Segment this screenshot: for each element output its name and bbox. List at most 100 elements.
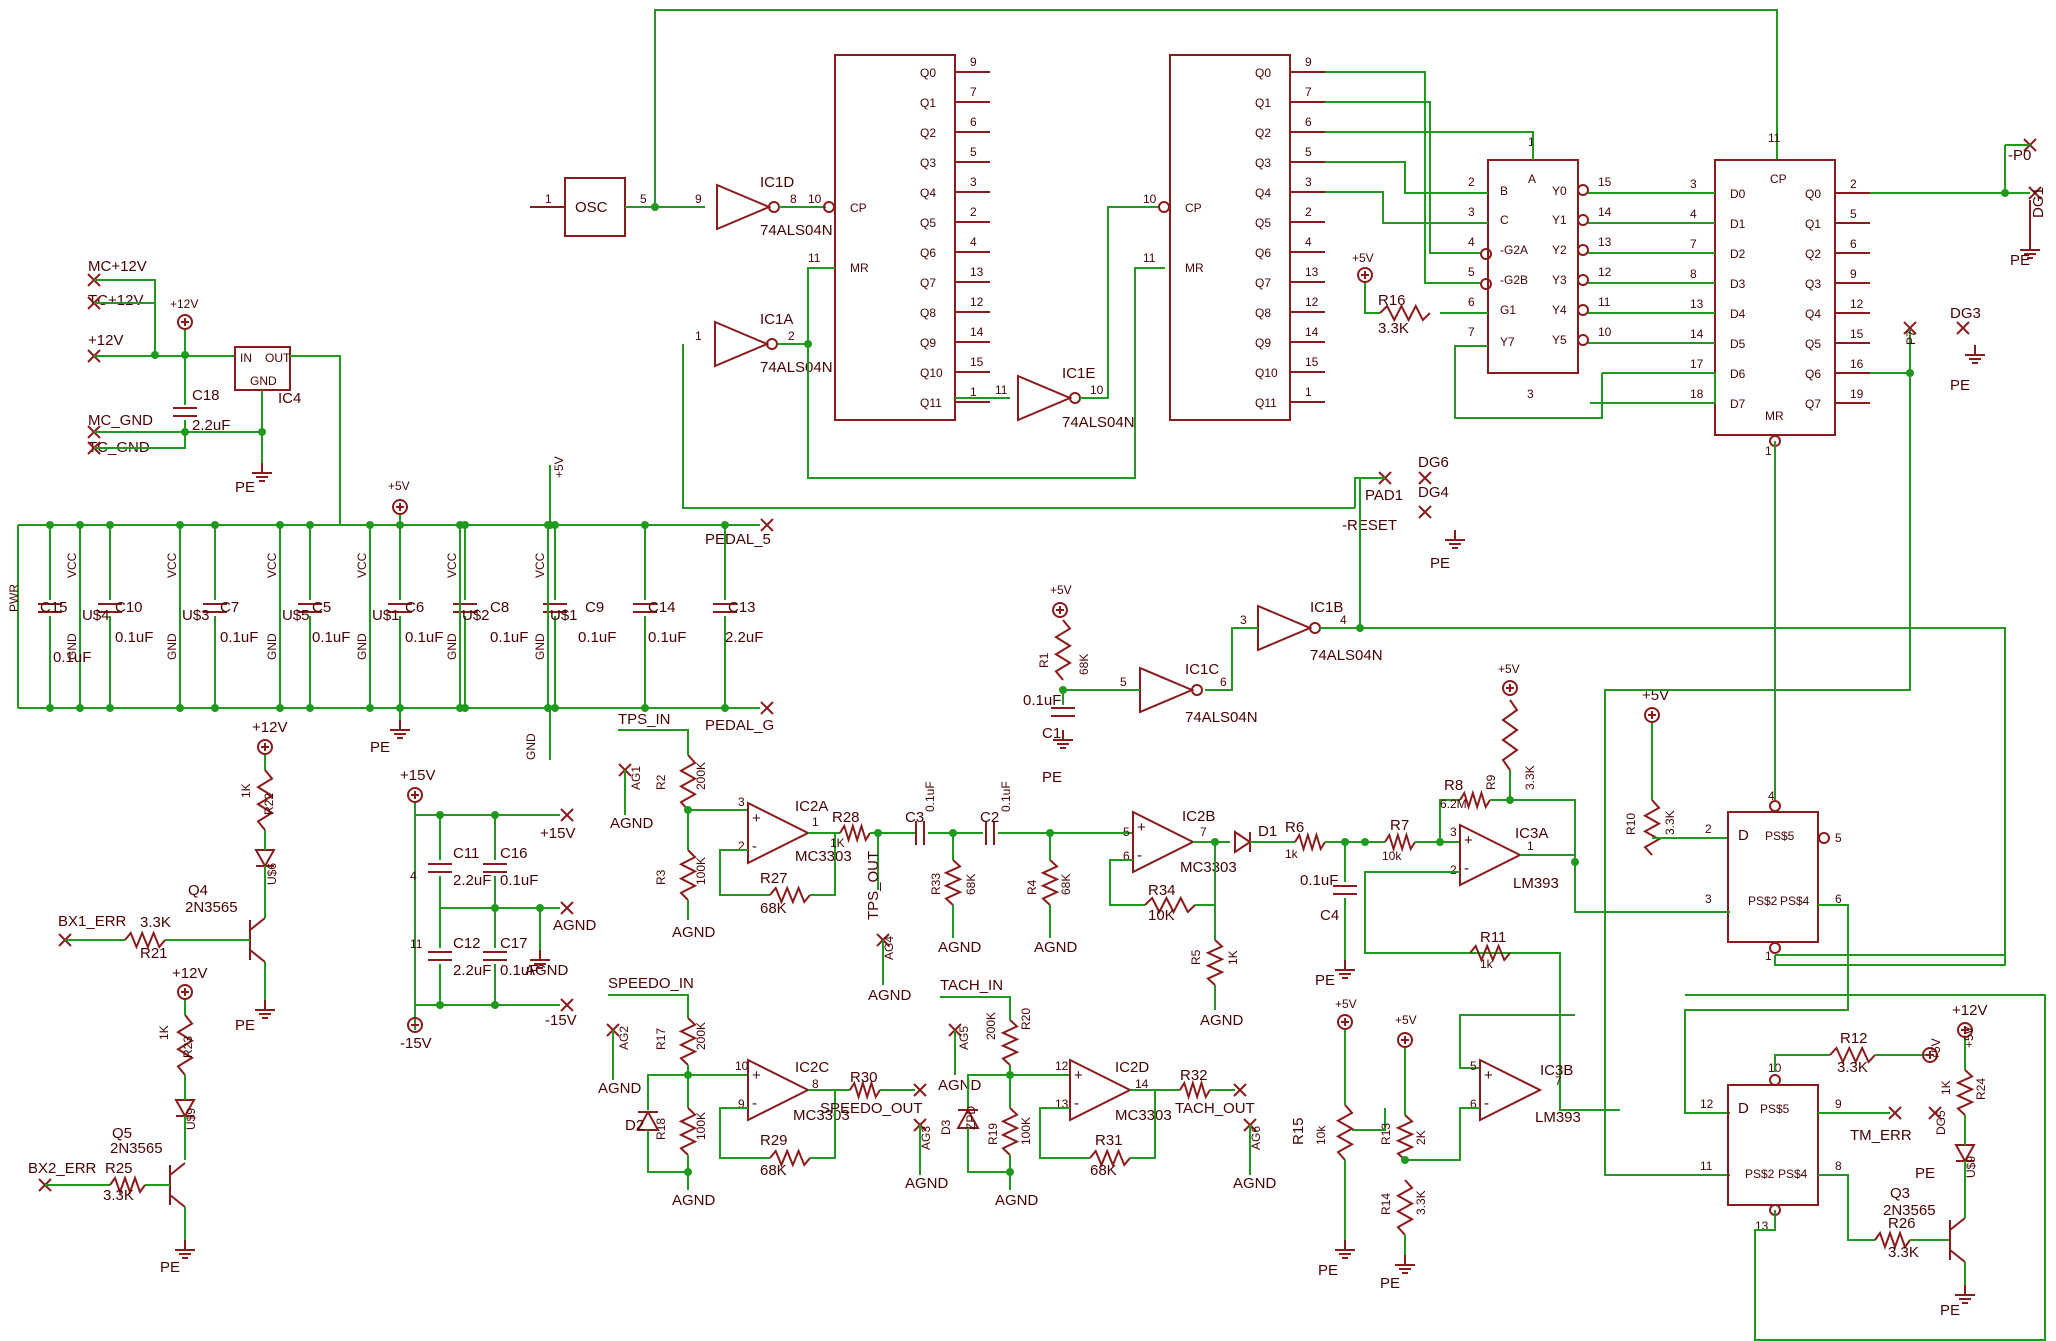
supply-symbol (1502, 680, 1518, 696)
pin-number: 1 (695, 329, 702, 343)
label-r34v: 10K (1148, 907, 1175, 924)
label-rq1: Q1 (1805, 217, 1821, 231)
wire (1774, 955, 2006, 966)
pin-number: 13 (970, 265, 984, 279)
label-v15a: +15V (400, 767, 435, 784)
resistor (1144, 895, 1196, 915)
label-c4v: 0.1uF (1300, 872, 1338, 889)
label-ic1c: IC1C (1185, 661, 1219, 678)
junction (106, 521, 114, 529)
opamp-minus: - (752, 838, 757, 855)
label-d2: D2 (625, 1117, 644, 1134)
label-d7: D7 (1730, 397, 1746, 411)
pin-number: 12 (1055, 1059, 1069, 1073)
opamp-minus: - (1074, 1095, 1079, 1112)
label-r29v: 68K (760, 1162, 787, 1179)
label-r8: R8 (1444, 777, 1463, 794)
label-q4a: Q4 (920, 186, 936, 200)
label-agnd14: AGND (1233, 1175, 1277, 1192)
resistor (1089, 1148, 1131, 1168)
pin-number: 2 (1850, 177, 1857, 191)
label-r1v: 68K (1077, 654, 1091, 675)
resistor (256, 769, 274, 831)
label-c2: C2 (980, 809, 999, 826)
pin-number: 15 (1305, 355, 1319, 369)
pin-bubble (1577, 214, 1589, 226)
label-c10: C10 (115, 599, 143, 616)
pin-number: 14 (1690, 327, 1704, 341)
pin-bubble (1769, 800, 1781, 812)
label-c15v: 0.1uF (53, 649, 91, 666)
label-c15: C15 (40, 599, 68, 616)
label-ff2s: PS$5 (1760, 1102, 1790, 1116)
supply-symbol (392, 499, 408, 515)
label-ic_c: C (1500, 213, 1509, 227)
label-c18: C18 (192, 387, 220, 404)
ground-symbol (1053, 730, 1073, 749)
junction (46, 704, 54, 712)
pin-number: 4 (410, 869, 417, 883)
pin-bubble (1577, 334, 1589, 346)
label-r24: R24 (1974, 1078, 1988, 1100)
label-p0: -P0 (2008, 147, 2031, 164)
ground-symbol (1445, 530, 1465, 549)
pin-number: 4 (1468, 235, 1475, 249)
pin-number: 7 (1200, 825, 1207, 839)
label-c8v: 0.1uF (490, 629, 528, 646)
junction (211, 521, 219, 529)
label-g2a: -G2A (1500, 243, 1528, 257)
junction (456, 704, 464, 712)
pin-number: 13 (1305, 265, 1319, 279)
wire (608, 994, 689, 1018)
label-agnd8: AGND (525, 962, 569, 979)
label-pedal5: PEDAL_5 (705, 531, 771, 548)
capacitor (428, 863, 452, 873)
label-r4v: 68K (1059, 874, 1073, 895)
pin-number: 5 (1120, 675, 1127, 689)
no-connect-mark (1418, 471, 1432, 485)
label-vcc5: VCC (445, 552, 459, 578)
label-r17v: 200K (694, 1022, 708, 1050)
label-r31v: 68K (1090, 1162, 1117, 1179)
pin-number: 17 (1690, 357, 1704, 371)
label-c8: C8 (490, 599, 509, 616)
label-gndv1: GND (65, 633, 79, 660)
label-r4: R4 (1025, 879, 1039, 895)
wire (1405, 1120, 1461, 1161)
label-ff1c: PS$2 (1748, 894, 1778, 908)
label-c14: C14 (648, 599, 676, 616)
label-r16: R16 (1378, 292, 1406, 309)
pin-number: 12 (1700, 1097, 1714, 1111)
pin-number: 6 (970, 115, 977, 129)
no-connect-mark (1888, 1106, 1902, 1120)
ground-symbol (175, 1240, 195, 1259)
pin-number: 3 (1468, 205, 1475, 219)
label-r26: R26 (1888, 1215, 1916, 1232)
opamp (1459, 823, 1523, 887)
resistor (109, 1175, 146, 1195)
npn-transistor (169, 1162, 186, 1208)
junction (1211, 838, 1219, 846)
pin-number: 2 (1305, 205, 1312, 219)
supply-symbol (1644, 707, 1660, 723)
resistor (1294, 831, 1326, 853)
label-v12d: +12V (1952, 1002, 1987, 1019)
pin-bubble (823, 201, 835, 213)
label-osc: OSC (575, 199, 608, 216)
label-q5a: Q5 (1255, 216, 1271, 230)
pin-number: 14 (1305, 325, 1319, 339)
label-ic3b: IC3B (1540, 1062, 1573, 1079)
label-agnd12: AGND (938, 1077, 982, 1094)
wire (1039, 1107, 1090, 1159)
label-rq2: Q2 (1805, 247, 1821, 261)
label-r8v: 6.2M (1440, 797, 1467, 811)
label-ff1s: PS$5 (1765, 829, 1795, 843)
label-d4: D4 (1730, 307, 1746, 321)
label-c5v: 0.1uF (312, 629, 350, 646)
pin-number: 9 (970, 55, 977, 69)
wire (1080, 206, 1159, 399)
resistor (769, 885, 811, 905)
wire (647, 1130, 689, 1190)
label-q9a: Q9 (920, 336, 936, 350)
plus-sign (1056, 606, 1064, 614)
